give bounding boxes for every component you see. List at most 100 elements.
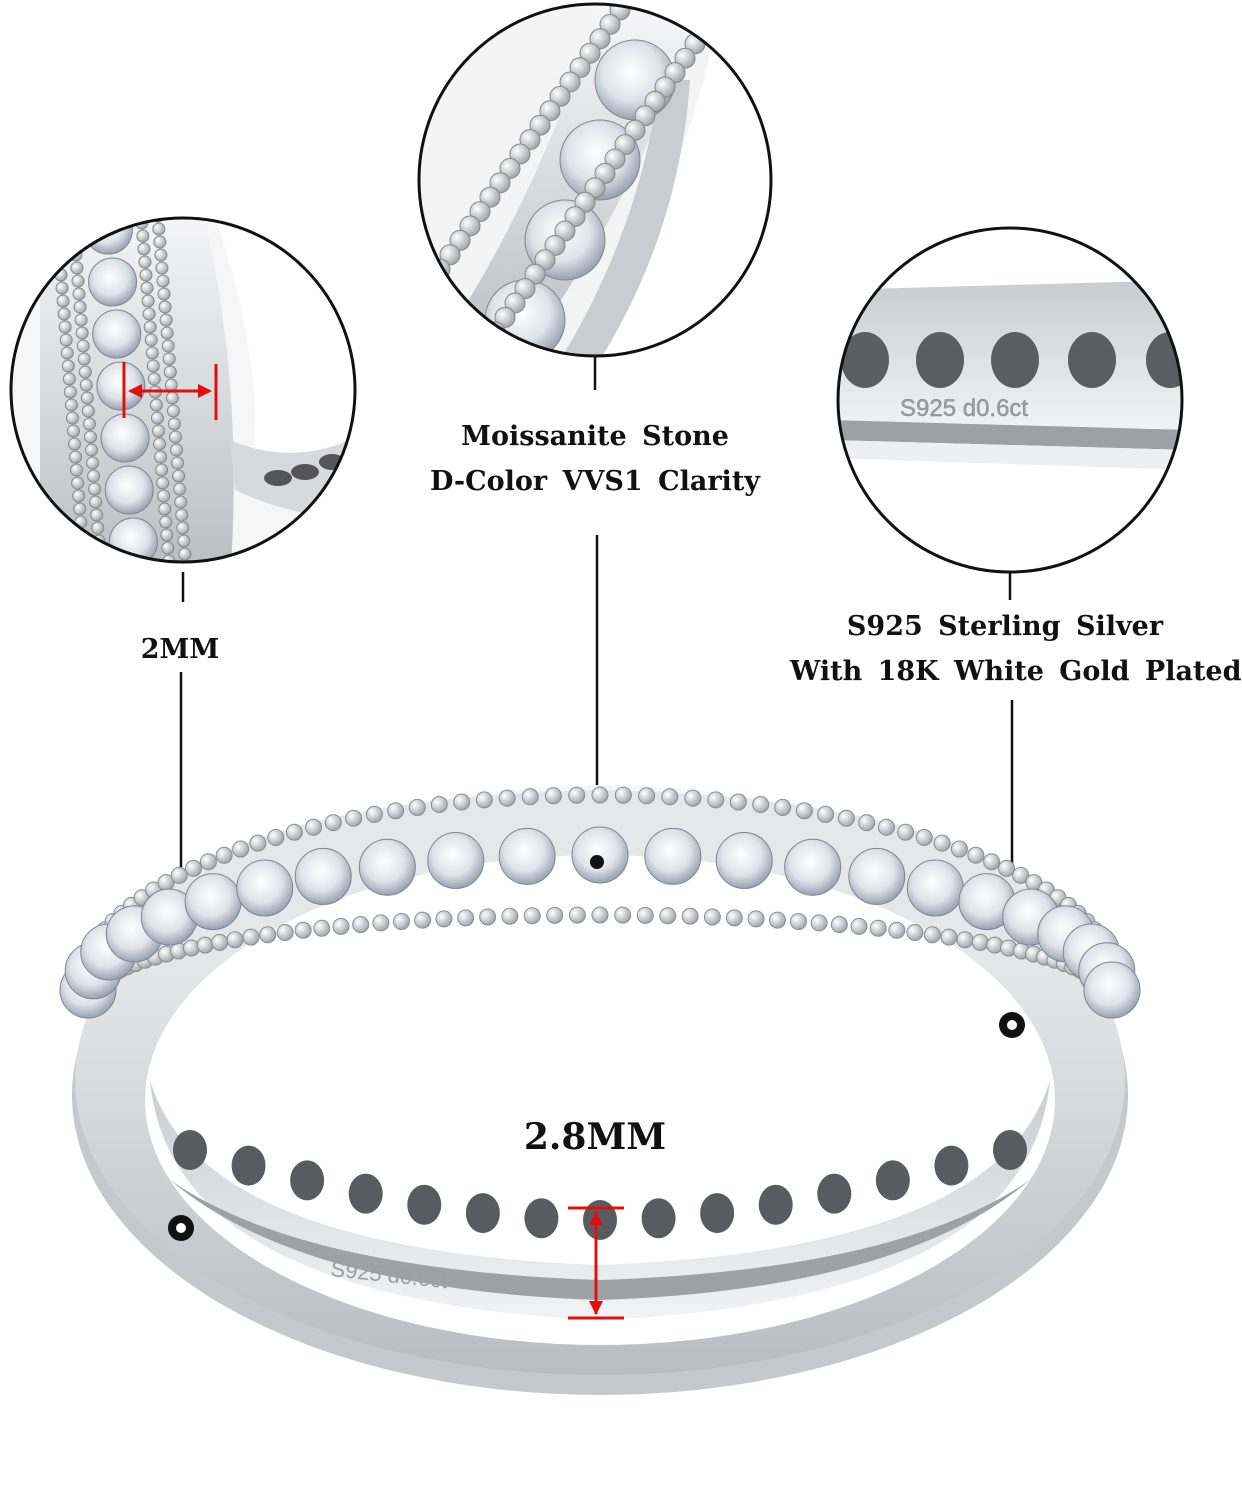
milgrain-bead bbox=[453, 793, 471, 811]
stone-hole bbox=[934, 1145, 969, 1186]
milgrain-bead bbox=[599, 13, 621, 35]
width-measure-marker bbox=[122, 362, 218, 420]
milgrain-bead bbox=[242, 928, 260, 946]
milgrain-bead bbox=[94, 560, 108, 562]
milgrain-bead bbox=[173, 482, 187, 496]
milgrain-bead bbox=[59, 333, 73, 347]
milgrain-bead bbox=[83, 430, 97, 444]
milgrain-bead bbox=[345, 809, 363, 827]
milgrain-bead bbox=[80, 391, 94, 405]
milgrain-bead bbox=[360, 360, 380, 380]
milgrain-bead bbox=[151, 424, 165, 438]
milgrain-bead bbox=[419, 273, 441, 295]
milgrain-bead bbox=[294, 921, 312, 939]
milgrain-bead bbox=[940, 928, 958, 946]
milgrain-bead bbox=[91, 521, 105, 535]
milgrain-bead bbox=[519, 129, 541, 151]
milgrain-bead bbox=[152, 222, 166, 236]
milgrain-bead bbox=[166, 404, 180, 418]
milgrain-bead bbox=[614, 134, 636, 156]
milgrain-bead bbox=[604, 148, 626, 170]
milgrain-bead bbox=[332, 917, 350, 935]
milgrain-bead bbox=[810, 914, 828, 932]
milgrain-bead bbox=[182, 939, 200, 957]
milgrain-bead bbox=[135, 204, 147, 216]
milgrain-bead bbox=[150, 411, 164, 425]
moissanite-stone bbox=[100, 413, 150, 463]
milgrain-bead bbox=[624, 119, 646, 141]
milgrain-bead bbox=[79, 378, 93, 392]
milgrain-bead bbox=[156, 274, 170, 288]
milgrain-bead bbox=[153, 437, 167, 451]
milgrain-bead bbox=[55, 281, 69, 295]
milgrain-bead bbox=[897, 823, 915, 841]
milgrain-bead bbox=[983, 853, 1001, 871]
milgrain-bead bbox=[78, 365, 92, 379]
milgrain-bead bbox=[393, 912, 411, 930]
milgrain-bead bbox=[96, 574, 108, 586]
milgrain-bead bbox=[906, 923, 924, 941]
milgrain-bead bbox=[971, 933, 989, 951]
milgrain-bead bbox=[89, 495, 103, 509]
milgrain-bead bbox=[324, 814, 342, 832]
moissanite-stones bbox=[59, 826, 1141, 1019]
milgrain-bead bbox=[681, 907, 699, 925]
milgrain-bead bbox=[232, 840, 250, 858]
milgrain-bead bbox=[140, 281, 154, 295]
stone-hole bbox=[641, 1198, 676, 1239]
milgrain-bead bbox=[544, 787, 562, 805]
moissanite-stone bbox=[96, 361, 146, 411]
milgrain-bead bbox=[68, 235, 82, 249]
milgrain-bead bbox=[177, 534, 191, 548]
milgrain-bead bbox=[211, 933, 229, 951]
milgrain-bead bbox=[529, 114, 551, 136]
moissanite-stone bbox=[498, 827, 556, 885]
moissanite-stone bbox=[88, 257, 138, 307]
milgrain-bead bbox=[589, 28, 611, 50]
moissanite-stone bbox=[184, 873, 242, 931]
milgrain-bead bbox=[459, 215, 481, 237]
milgrain-bead bbox=[50, 204, 62, 216]
milgrain-bead bbox=[153, 235, 167, 249]
hallmark-engraving: S925 d0.6ct bbox=[900, 395, 1028, 422]
milgrain-bead bbox=[752, 796, 770, 814]
milgrain-bead bbox=[591, 786, 609, 804]
milgrain-bead bbox=[156, 476, 170, 490]
milgrain-bead bbox=[145, 346, 159, 360]
milgrain-bead bbox=[703, 908, 721, 926]
milgrain-bead bbox=[73, 502, 87, 516]
milgrain-bead bbox=[58, 320, 72, 334]
milgrain-bead bbox=[88, 482, 102, 496]
moissanite-stone bbox=[427, 831, 485, 889]
milgrain-bead bbox=[725, 909, 743, 927]
milgrain-bead bbox=[69, 450, 83, 464]
stone-hole bbox=[407, 1184, 442, 1225]
milgrain-bead bbox=[172, 469, 186, 483]
milgrain-bead bbox=[933, 834, 951, 852]
milgrain-bead bbox=[170, 443, 184, 457]
milgrain-bead bbox=[664, 62, 686, 84]
milgrain-bead bbox=[365, 805, 383, 823]
milgrain-bead bbox=[419, 287, 431, 309]
milgrain-bead bbox=[564, 206, 586, 228]
moissanite-stone bbox=[236, 859, 294, 917]
milgrain-bead bbox=[674, 47, 696, 69]
milgrain-bead bbox=[66, 218, 80, 223]
milgrain-bead bbox=[774, 798, 792, 816]
milgrain-bead bbox=[184, 859, 202, 877]
milgrain-bead bbox=[479, 908, 497, 926]
milgrain-bead bbox=[163, 365, 177, 379]
band-width-text: 2MM bbox=[140, 634, 220, 665]
milgrain-bead bbox=[77, 554, 91, 562]
milgrain-bead bbox=[52, 242, 66, 256]
milgrain-bead bbox=[74, 313, 88, 327]
milgrain-bead bbox=[144, 333, 158, 347]
inner-stone-holes bbox=[173, 1130, 1027, 1240]
milgrain-bead bbox=[66, 424, 80, 438]
milgrain-bead bbox=[956, 931, 974, 949]
milgrain-bead bbox=[474, 335, 496, 356]
milgrain-bead bbox=[161, 541, 175, 555]
milgrain-bead bbox=[165, 391, 179, 405]
milgrain-bead bbox=[87, 469, 101, 483]
milgrain-bead bbox=[858, 814, 876, 832]
